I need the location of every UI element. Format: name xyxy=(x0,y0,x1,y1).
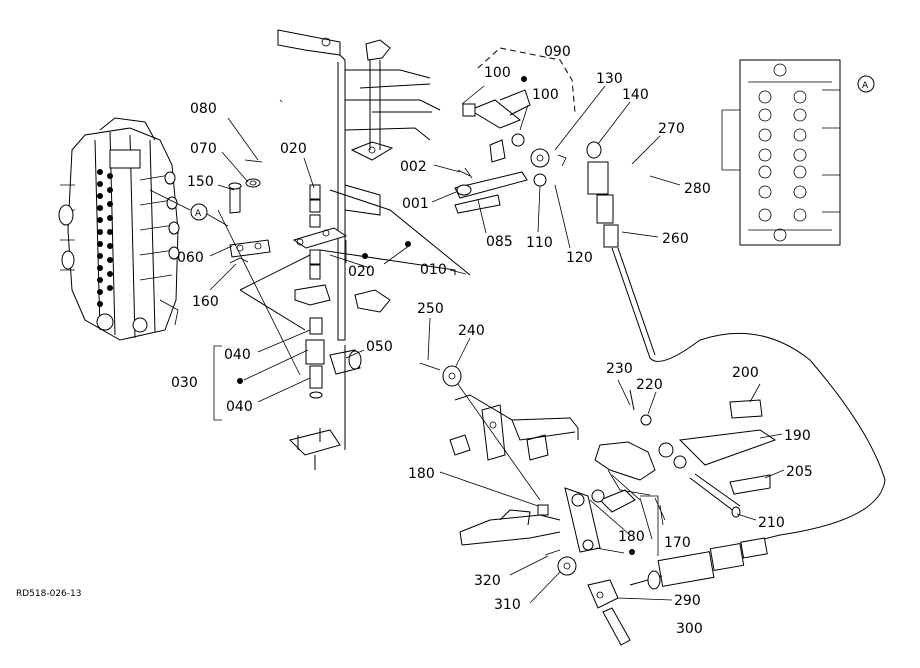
part-label-020-lower: 020 xyxy=(348,264,375,280)
part-label-030: 030 xyxy=(171,375,198,391)
part-label-100-left: 100 xyxy=(484,65,511,81)
part-label-050: 050 xyxy=(366,339,393,355)
part-label-230: 230 xyxy=(606,361,633,377)
part-label-140: 140 xyxy=(622,87,649,103)
part-label-040-upper: 040 xyxy=(224,347,251,363)
part-label-180-left: 180 xyxy=(408,466,435,482)
part-label-080: 080 xyxy=(190,101,217,117)
part-label-110: 110 xyxy=(526,235,553,251)
drawing-code: RD518-026-13 xyxy=(16,589,82,599)
control-valve-drawing xyxy=(58,117,191,341)
part-label-001: 001 xyxy=(402,196,429,212)
part-label-205: 205 xyxy=(786,464,813,480)
part-label-310: 310 xyxy=(494,597,521,613)
valve-view-marker: A xyxy=(195,209,202,219)
part-label-130: 130 xyxy=(596,71,623,87)
part-label-200: 200 xyxy=(732,365,759,381)
part-label-160: 160 xyxy=(192,294,219,310)
cable-drawing xyxy=(586,141,886,590)
reference-dots xyxy=(237,76,635,555)
part-label-085: 085 xyxy=(486,234,513,250)
part-label-300: 300 xyxy=(676,621,703,637)
part-label-320: 320 xyxy=(474,573,501,589)
part-label-100-right: 100 xyxy=(532,87,559,103)
part-label-190: 190 xyxy=(784,428,811,444)
part-label-040-lower: 040 xyxy=(226,399,253,415)
view-a-detail: A xyxy=(721,59,875,246)
part-label-020-upper: 020 xyxy=(280,141,307,157)
upper-linkage-drawing xyxy=(454,47,576,214)
part-label-002: 002 xyxy=(400,159,427,175)
part-label-250: 250 xyxy=(417,301,444,317)
leader-lines xyxy=(209,85,785,604)
part-label-170: 170 xyxy=(664,535,691,551)
part-label-120: 120 xyxy=(566,250,593,266)
part-labels: 080 070 150 060 160 020 020 010 040 030 … xyxy=(171,44,813,637)
part-label-220: 220 xyxy=(636,377,663,393)
part-label-150: 150 xyxy=(187,174,214,190)
part-label-290: 290 xyxy=(674,593,701,609)
part-label-260: 260 xyxy=(662,231,689,247)
lower-frame-drawing xyxy=(419,362,631,646)
part-label-060: 060 xyxy=(177,250,204,266)
part-label-210: 210 xyxy=(758,515,785,531)
part-label-280: 280 xyxy=(684,181,711,197)
pedal-group-drawing xyxy=(591,389,777,526)
part-label-070: 070 xyxy=(190,141,217,157)
view-a-callout: A xyxy=(190,203,229,227)
bracket-assembly-drawing xyxy=(217,29,471,470)
part-label-240: 240 xyxy=(458,323,485,339)
view-marker-label: A xyxy=(862,81,869,91)
part-label-010: 010 xyxy=(420,262,447,278)
part-label-180-right: 180 xyxy=(618,529,645,545)
part-label-090: 090 xyxy=(544,44,571,60)
part-label-270: 270 xyxy=(658,121,685,137)
